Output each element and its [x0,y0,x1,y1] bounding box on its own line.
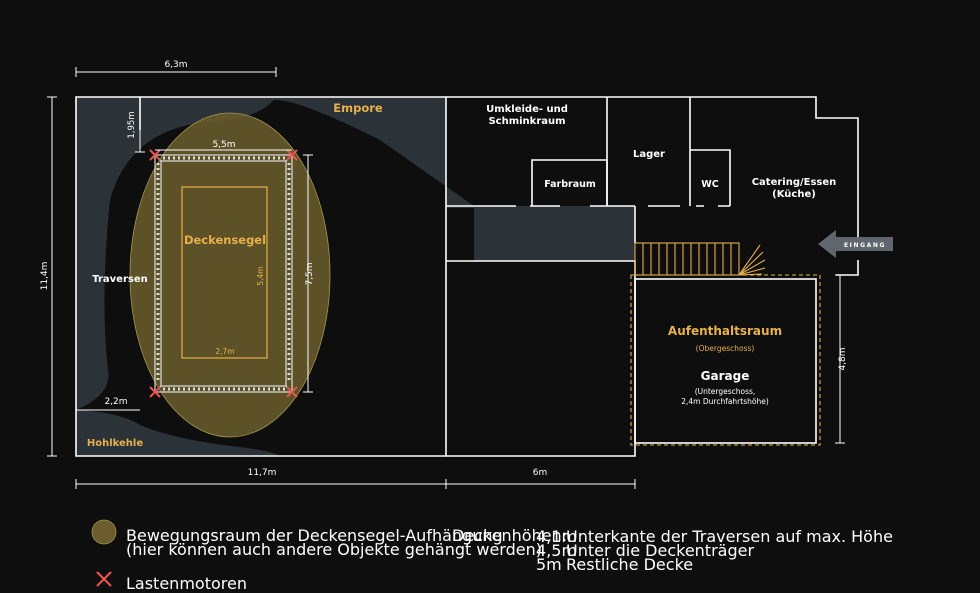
label-obergeschoss: (Obergeschoss) [696,344,755,353]
label-catering-2: (Küche) [772,189,816,200]
legend-heights-title: Deckenhöhen: [452,526,568,545]
label-umkleide-2: Schminkraum [488,116,565,127]
dim-sail-width: 2,7m [215,347,234,356]
label-hohlkehle: Hohlkehle [87,438,143,449]
stairs [634,242,766,276]
height-desc-1: Unterkante der Traversen auf max. Höhe [566,527,893,546]
height-desc-3: Restliche Decke [566,555,694,574]
label-traversen: Traversen [92,274,148,285]
aufenthaltsraum-outline [630,274,821,446]
legend-motors: Lastenmotoren [126,574,247,593]
dim-garage-height: 4,8m [838,347,848,370]
entrance-arrow[interactable] [818,230,893,258]
dim-truss-width: 5,5m [212,140,235,150]
height-desc-2: Unter die Deckenträger [566,541,755,560]
dim-sail-height: 5,4m [256,266,265,285]
label-empore: Empore [333,101,383,115]
dim-hohlkehle-width: 2,2m [104,397,127,407]
label-catering-1: Catering/Essen [752,177,837,188]
empore-zone [76,97,474,208]
label-wc: WC [701,179,718,190]
label-aufenthaltsraum: Aufenthaltsraum [668,324,782,338]
motor-icons [149,149,298,398]
height-value-3: 5m [536,555,562,574]
garage-outline [634,278,817,444]
walls [75,96,859,457]
legend-motor-icon [96,571,112,587]
legend-motion-sub: (hier können auch andere Objekte gehängt… [126,540,542,559]
dim-left-height: 11,4m [40,262,50,291]
corridor-zone [474,206,635,261]
hohlkehle-zone [76,410,280,456]
dim-top-width: 6,3m [164,60,187,70]
height-value-2: 4,5m [536,541,578,560]
label-umkleide-1: Umkleide- und [486,104,568,115]
traversen-zone-left [76,97,276,410]
label-deckensegel: Deckensegel [184,233,266,247]
deckensegel-rect [181,186,268,359]
label-eingang: EINGANG [844,242,886,249]
dim-truss-height: 7,5m [305,262,315,285]
dim-bottom-left: 11,7m [248,468,277,478]
label-farbraum: Farbraum [544,179,596,190]
label-garage: Garage [701,369,750,383]
height-value-1: 4,1m [536,527,578,546]
legend-motion-swatch [91,519,117,545]
motion-area [129,112,331,438]
legend-motion-title: Bewegungsraum der Deckensegel-Aufhängung [126,526,503,545]
dim-empore-depth: 1,95m [127,111,137,138]
dimension-lines [47,67,845,489]
label-untergeschoss-2: 2,4m Durchfahrtshöhe) [681,397,769,406]
dim-bottom-right: 6m [533,468,548,478]
label-untergeschoss-1: (Untergeschoss, [695,387,756,396]
label-lager: Lager [633,149,665,160]
